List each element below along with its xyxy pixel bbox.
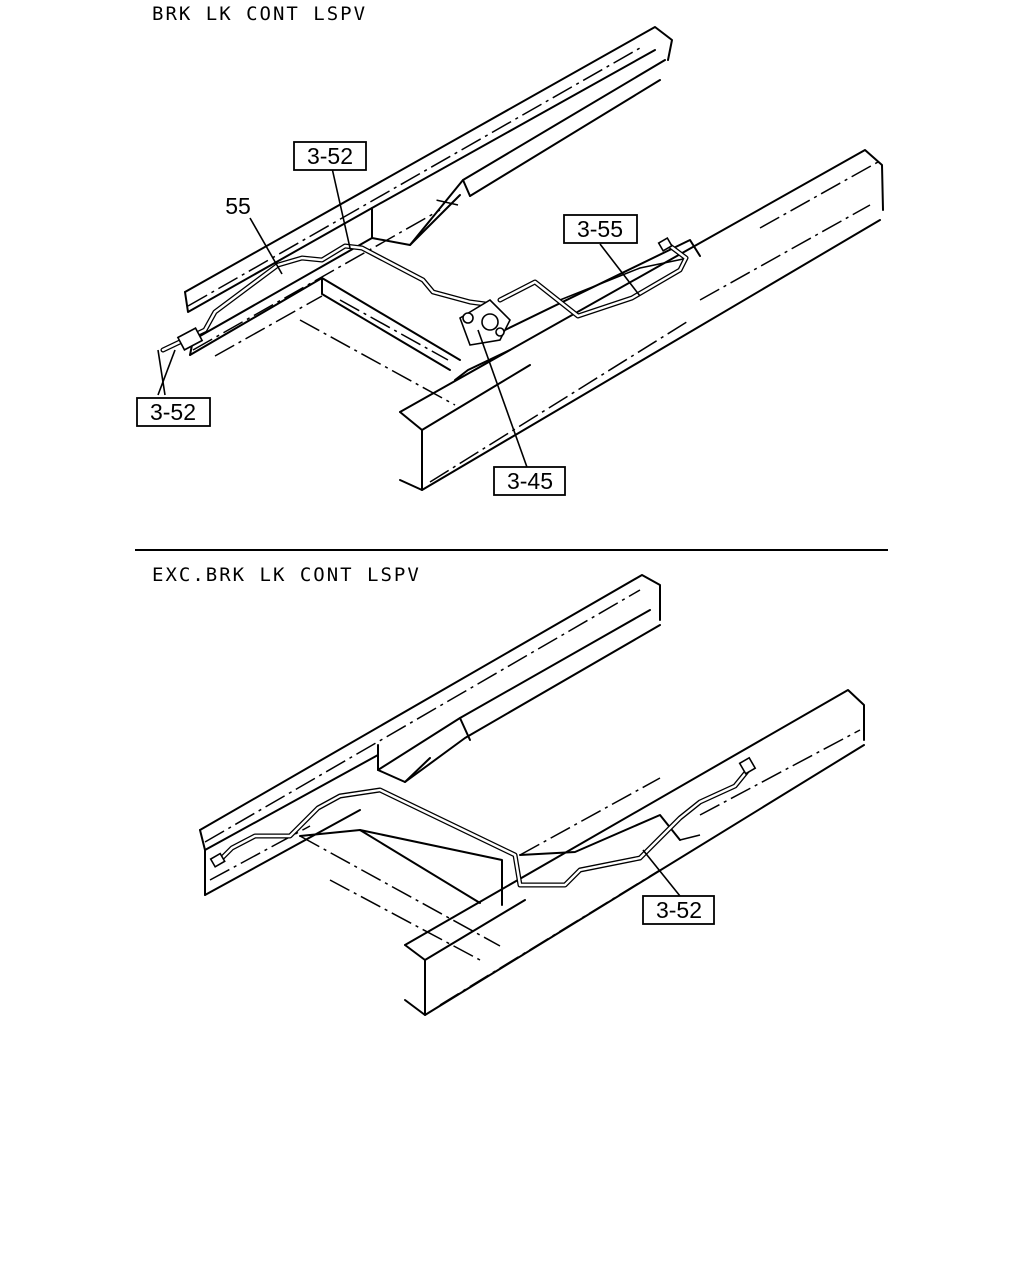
brake-pipe-route-2 [209,756,757,888]
leader-right-pipe [599,243,641,297]
callout-pipe-2-text: 3-52 [656,897,702,923]
callout-pipe-2: 3-52 [642,895,715,925]
left-union-fitting-2 [209,852,226,868]
crossmember [189,59,666,406]
callout-left-pipe: 3-52 [136,397,211,427]
callout-right-pipe-text: 3-55 [577,216,623,242]
right-frame-rail-2 [404,689,865,1016]
leader-left-pipe-a [157,349,166,396]
leader-pipe-2 [642,849,681,897]
right-frame-rail [399,149,884,491]
left-frame-rail-2 [199,574,661,896]
lspv-valve [459,298,511,346]
section-1-caption: BRK LK CONT LSPV [152,3,368,25]
section-2-drawing: 3-52 [199,574,865,1016]
callout-left-pipe-text: 3-52 [150,399,196,425]
callout-valve: 3-45 [493,466,566,496]
section-2-caption: EXC.BRK LK CONT LSPV [152,564,421,586]
leader-pipe-top [331,167,351,249]
callout-hose-text: 55 [225,193,251,219]
left-union-fitting [176,327,204,351]
leader-left-pipe-b [157,349,176,396]
right-union-fitting [657,236,673,252]
right-union-fitting-2 [738,756,757,775]
callout-right-pipe: 3-55 [563,214,638,244]
left-frame-rail [184,26,673,356]
crossmember-2 [299,609,661,961]
section-1-drawing: 3-52 55 3-55 3-52 3-45 [136,26,884,496]
section-divider [135,549,888,551]
callout-pipe-top-text: 3-52 [307,143,353,169]
leader-valve [477,329,529,471]
callout-valve-text: 3-45 [507,468,553,494]
brake-pipe-route-1 [160,236,689,353]
leader-hose [249,217,283,275]
callout-pipe-top: 3-52 [293,141,367,171]
